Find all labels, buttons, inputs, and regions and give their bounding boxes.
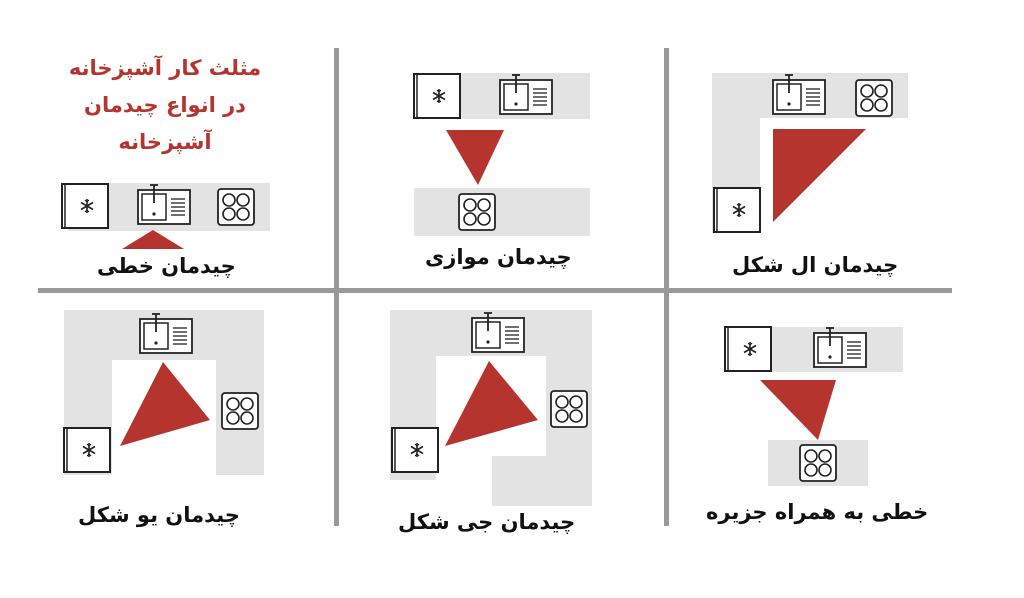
counter (492, 456, 592, 506)
work-triangle (120, 362, 210, 446)
layout-label-u-shaped: چیدمان یو شکل (78, 503, 240, 527)
stove-icon (855, 79, 893, 117)
fridge-icon (64, 428, 110, 472)
layout-label-g-shaped: چیدمان جی شکل (398, 510, 576, 534)
fridge-icon (62, 184, 108, 228)
fridge-icon (725, 327, 771, 371)
separator-horizontal (38, 288, 952, 293)
work-triangle (760, 380, 836, 440)
fridge-icon (392, 428, 438, 472)
layout-g-shaped (390, 310, 592, 506)
layout-linear (62, 183, 270, 249)
layout-label-linear-island: خطی به همراه جزیره (706, 500, 929, 524)
work-triangle (446, 130, 504, 185)
layout-u-shaped (64, 310, 264, 475)
title-line: مثلث کار آشپزخانه (68, 56, 262, 80)
sink-icon (139, 313, 193, 354)
title-line: آشپزخانه (118, 130, 212, 154)
stove-icon (458, 193, 496, 231)
layout-label-linear: چیدمان خطی (97, 254, 236, 278)
work-triangle (773, 129, 866, 222)
sink-icon (772, 74, 826, 115)
sink-icon (499, 74, 553, 115)
layout-linear-island (725, 327, 903, 486)
fridge-icon (714, 188, 760, 232)
separator-vertical (334, 48, 339, 526)
sink-icon (471, 312, 525, 353)
work-triangle (445, 361, 538, 446)
work-triangle (122, 230, 184, 249)
diagram-title: مثلث کار آشپزخانه در انواع چیدمان آشپزخا… (40, 50, 290, 161)
layout-label-l-shaped: چیدمان ال شکل (732, 253, 899, 277)
sink-icon (813, 327, 867, 368)
fridge-icon (414, 74, 460, 118)
sink-icon (137, 184, 191, 225)
counter (414, 188, 590, 236)
separator-vertical (664, 48, 669, 526)
stove-icon (799, 444, 837, 482)
layout-parallel (414, 73, 590, 236)
layout-l-shaped (712, 73, 908, 233)
title-line: در انواع چیدمان (84, 93, 246, 117)
stove-icon (217, 188, 255, 226)
stove-icon (550, 390, 588, 428)
stove-icon (221, 392, 259, 430)
layout-label-parallel: چیدمان موازی (425, 245, 572, 269)
